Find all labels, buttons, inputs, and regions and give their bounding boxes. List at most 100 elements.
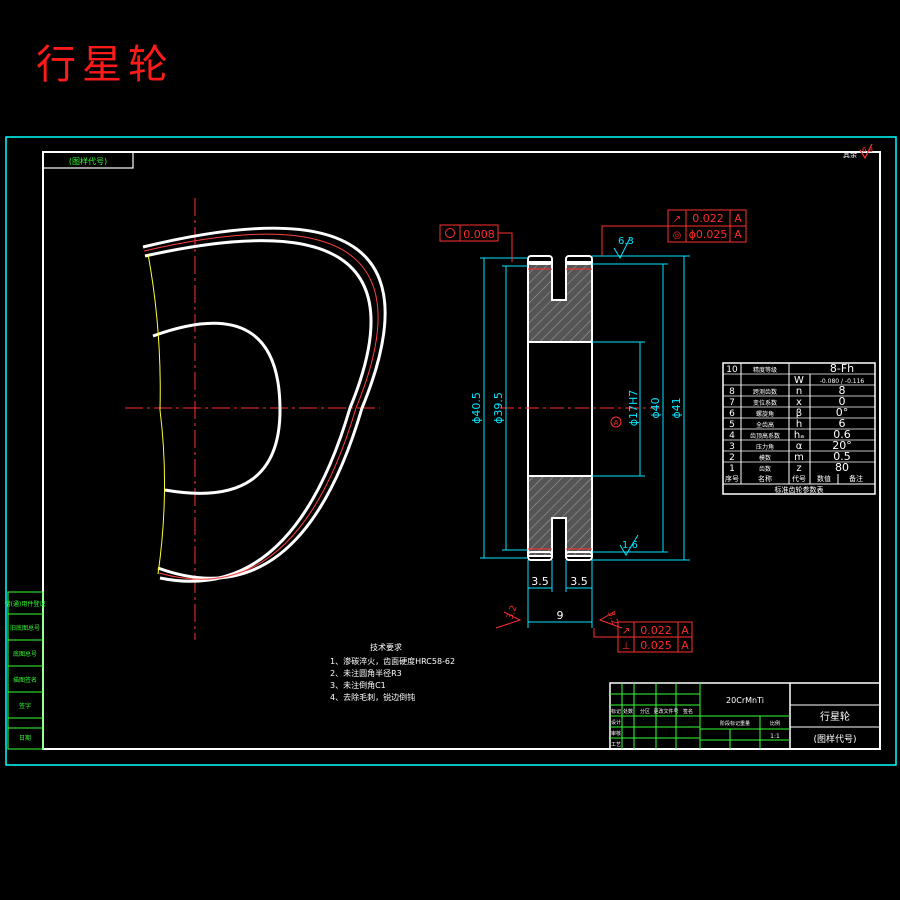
param-cell-sym: β [796,408,802,419]
param-cell-name: 螺旋角 [756,410,774,418]
perpendicularity-icon: ⊥ [622,641,631,652]
pitch-arc [143,233,379,580]
upper-section-hatch [527,261,593,343]
param-cell-sym: α [796,441,803,452]
strip-label: 描图签名 [13,676,37,684]
param-cell-no: 8 [729,387,735,397]
front-view [125,198,387,640]
dim-d405: ϕ40.5 [470,392,483,424]
param-cell-val: 8 [839,384,846,397]
dim-d17: ϕ17H7 [627,390,640,427]
param-cell-name: 模数 [759,454,771,462]
inner-frame [42,151,881,750]
tb-label: 分区 [640,708,650,715]
param-cell-sym: x [796,397,802,408]
outer-frame [5,136,897,766]
flatness-control-frame: 0.008 [439,224,513,262]
fcf-bottom-datum-2: A [681,639,689,652]
break-line [147,253,166,575]
fcf-bottom-datum-1: A [681,624,689,637]
param-cell-val: 0° [836,406,849,419]
param-cell-val: 0.6 [833,428,851,441]
roughness-br-icon [598,611,623,629]
top-feature-control-frame: ↗ 0.022 A ◎ ϕ0.025 A [601,209,747,256]
param-cell-no: 10 [726,365,738,375]
corner-tag-box [42,151,134,169]
part-name: 行星轮 [820,710,850,723]
dim-d40: ϕ40 [649,397,662,418]
datum-symbol-icon [610,416,622,428]
param-cell-name: 变位系数 [753,399,777,407]
strip-label: 底图总号 [13,650,37,658]
param-cell-name: 齿顶高系数 [750,432,780,440]
lower-section-hatch [527,475,593,557]
dimension-lines [480,255,690,628]
param-cell-sym: n [796,386,802,397]
tb-stage-label: 阶段标记 [720,720,740,727]
drawing-title: 行星轮 [36,42,174,88]
fcf-bottom-value-2: 0.025 [640,639,672,652]
runout-bottom-icon: ↗ [622,626,630,637]
strip-label: 签字 [19,702,31,710]
corner-tag: (图样代号) [69,156,107,166]
param-footer-cell: 备注 [849,474,863,483]
fcf-top-datum-1: A [734,212,742,225]
other-roughness-value: 6.3 [862,146,873,154]
param-cell-name: 压力角 [756,443,774,451]
param-footer-cell: 数值 [817,474,831,483]
left-sign-strip: 借(通)用件登记 旧底图总号 底图总号 描图签名 签字 日期 [5,591,46,750]
param-footer-cell: 代号 [792,474,806,483]
roughness-top-icon [613,237,631,260]
param-cell-sym: m [794,452,804,463]
param-cell-val: 80 [835,461,849,474]
param-cell-name: 精度等级 [753,366,777,374]
tb-label: 签名 [683,708,693,715]
param-cell-no: 6 [729,409,735,419]
strip-label: 旧底图总号 [10,624,40,632]
roughness-top: 6.3 [618,236,634,247]
tech-req-item: 1、渗碳淬火，齿面硬度HRC58-62 [330,656,455,666]
fcf-top-value-1: 0.022 [692,212,724,225]
param-cell-no: 1 [729,464,735,474]
param-cell-val: 0 [839,395,846,408]
strip-label: 借(通)用件登记 [5,600,46,608]
tb-stage-label: 比例 [770,720,780,727]
concentricity-icon: ◎ [673,230,682,241]
param-cell-no: 7 [729,398,735,408]
tech-req-heading: 技术要求 [370,642,402,652]
strip-label: 日期 [19,734,31,742]
dim-d41: ϕ41 [670,397,683,418]
roughness-bl-icon [495,611,522,629]
param-cell-val: -0.080 / -0.116 [820,378,865,385]
fcf-top-value-2: ϕ0.025 [689,228,728,241]
other-surfaces-label: 其余 [843,150,857,159]
tech-req-item: 2、未注圆角半径R3 [330,668,402,678]
datum-label: A [614,419,619,427]
title-block: 20CrMnTi 行星轮 (图样代号) 1:1 标记 处数 分区 更改文件号 签… [609,682,881,750]
dim-width-b: 3.5 [570,575,588,588]
roughness-bottom-left: 3.2 [505,604,519,621]
param-cell-sym: hₐ [794,430,804,441]
param-footer-cell: 名称 [758,474,772,483]
fcf-top-datum-2: A [734,228,742,241]
technical-requirements: 技术要求 1、渗碳淬火，齿面硬度HRC58-62 2、未注圆角半径R3 3、未注… [330,642,455,702]
param-cell-val: 8-Fh [830,362,854,375]
tech-req-item: 4、去除毛刺，锐边倒钝 [330,692,415,702]
runout-icon: ↗ [673,214,681,225]
param-cell-val: 6 [839,417,846,430]
dim-width-a: 3.5 [531,575,549,588]
section-view [500,255,660,561]
param-cell-no: 4 [729,431,735,441]
param-cell-val: 20° [832,439,852,452]
param-cell-sym: W [794,375,804,386]
tb-label: 标记 [611,708,621,715]
param-cell-name: 跨测齿数 [753,388,777,396]
param-cell-no: 5 [729,420,735,430]
tb-label: 处数 [623,708,633,715]
roughness-symbol-icon [859,143,873,160]
scale: 1:1 [770,733,780,740]
tb-sub-label: 设计 [611,719,621,726]
param-cell-name: 全齿高 [756,421,774,429]
param-cell-name: 齿数 [759,465,771,473]
